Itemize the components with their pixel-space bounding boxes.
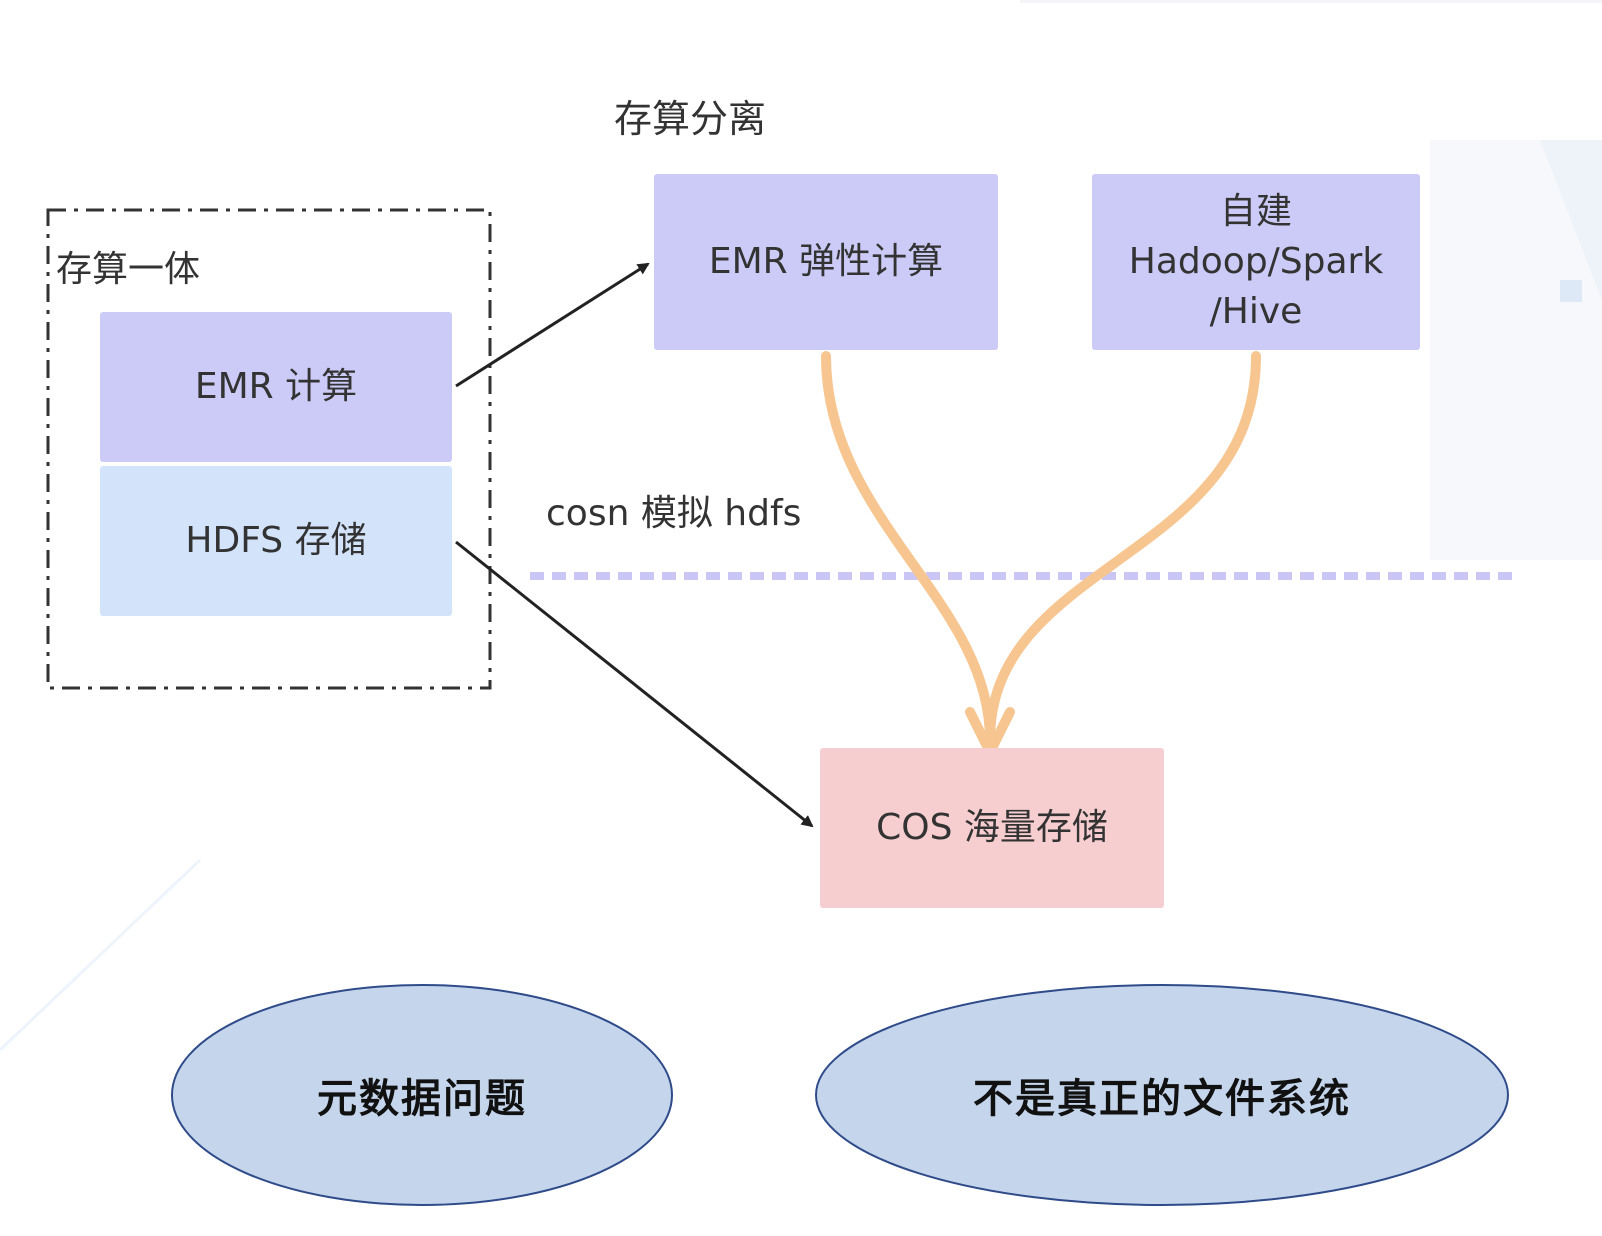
cos-storage-label: COS 海量存储 (876, 807, 1108, 848)
self-built-box[interactable]: 自建 Hadoop/Spark /Hive (1092, 174, 1420, 350)
hdfs-storage-label: HDFS 存储 (185, 520, 367, 561)
emr-compute-label: EMR 计算 (194, 366, 358, 407)
not-real-fs-text: 不是真正的文件系统 (973, 1075, 1351, 1122)
flow-emr-to-cos (821, 351, 995, 745)
background-panel (1430, 140, 1602, 560)
arrow-emr-to-elastic (455, 262, 650, 388)
cosn-note: cosn 模拟 hdfs (546, 493, 802, 534)
integrated-title: 存算一体 (56, 249, 201, 290)
oval-not-real-fs (815, 984, 1509, 1206)
self-built-line-1: 自建 (1219, 191, 1292, 232)
self-built-line-3: /Hive (1209, 291, 1303, 332)
arrow-hdfs-to-cos (455, 540, 814, 828)
background-shape (1540, 140, 1602, 300)
emr-elastic-box[interactable]: EMR 弹性计算 (654, 174, 998, 350)
cos-storage-box[interactable]: COS 海量存储 (820, 748, 1164, 908)
separation-title: 存算分离 (614, 97, 767, 141)
emr-compute-box[interactable]: EMR 计算 (100, 312, 452, 462)
flow-selfbuilt-to-cos (985, 351, 1261, 745)
metadata-issue-text: 元数据问题 (317, 1075, 527, 1122)
background-square (1560, 280, 1582, 302)
hdfs-storage-box[interactable]: HDFS 存储 (100, 466, 452, 616)
self-built-line-2: Hadoop/Spark (1128, 241, 1384, 282)
emr-elastic-label: EMR 弹性计算 (708, 241, 944, 282)
oval-metadata-issue (171, 984, 673, 1206)
background-line (0, 858, 202, 1052)
integrated-group-border (46, 208, 492, 690)
